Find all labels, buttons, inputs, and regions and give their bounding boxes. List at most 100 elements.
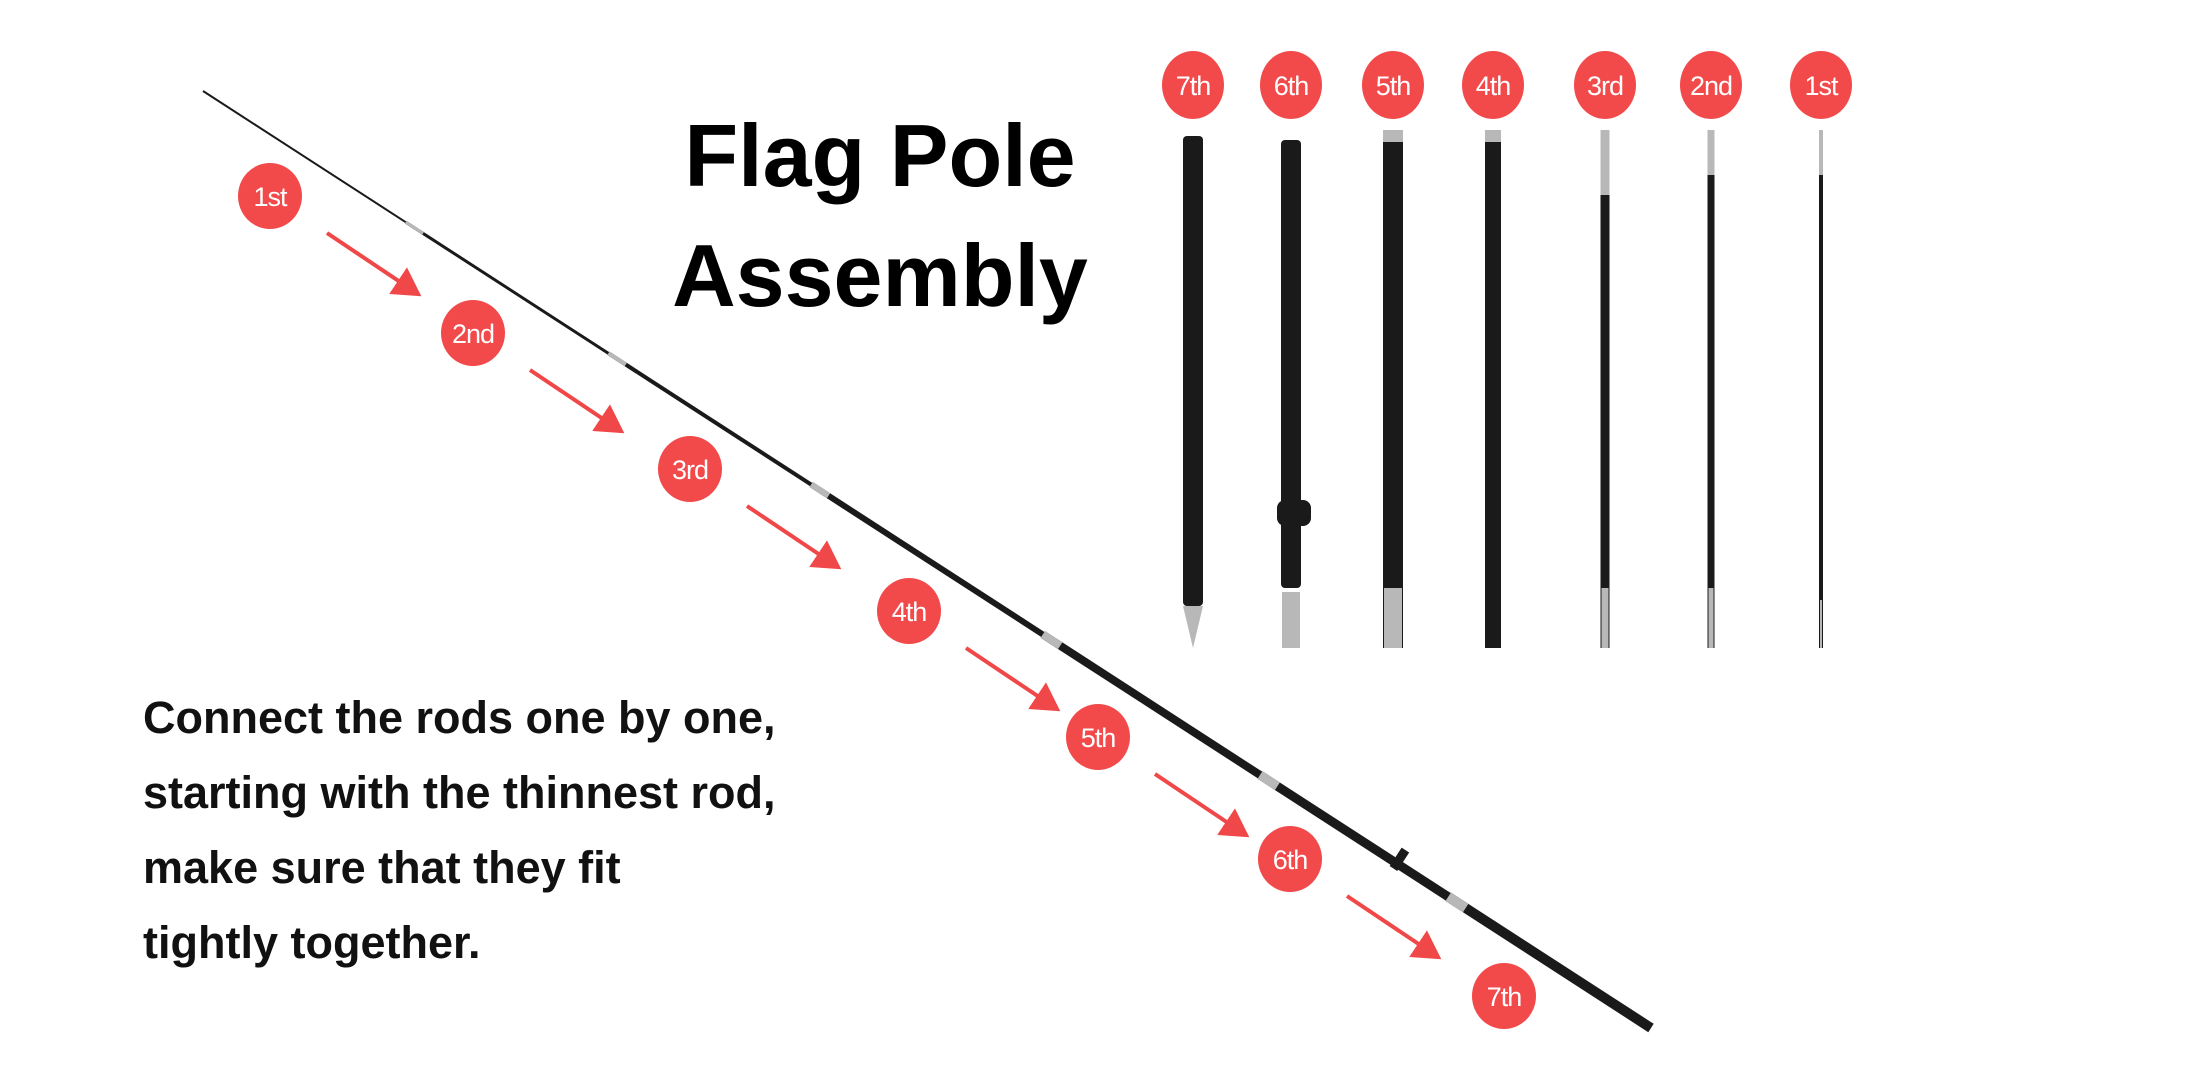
rod-metal-end	[1282, 592, 1300, 648]
badge-circle	[441, 300, 505, 366]
badge-label: 7th	[1487, 982, 1522, 1012]
instruction-line: starting with the thinnest rod,	[143, 767, 776, 818]
rod-2nd	[1707, 130, 1715, 648]
rod-metal-top	[1819, 130, 1823, 175]
badge-label: 1st	[253, 182, 288, 212]
arrow-icon	[528, 368, 625, 434]
rod-metal-end	[1708, 588, 1714, 648]
badge-circle	[1258, 826, 1322, 892]
rod-metal-top	[1383, 130, 1403, 142]
badge-circle	[658, 436, 722, 502]
rod-metal-top	[1600, 130, 1610, 195]
rod-badge-1st: 1st	[1790, 51, 1852, 119]
badge-label: 6th	[1274, 71, 1309, 101]
badge-label: 5th	[1376, 71, 1411, 101]
arrow-icon	[1153, 772, 1250, 838]
rod-body	[1819, 175, 1823, 648]
pole-segment	[404, 220, 610, 355]
badge-label: 2nd	[452, 319, 494, 349]
rod-metal-top	[1707, 130, 1715, 175]
rod-body	[1707, 175, 1715, 648]
rod-badge-3rd: 3rd	[1574, 51, 1636, 119]
arrow-icon	[745, 504, 842, 570]
rod-metal-end	[1384, 588, 1402, 648]
step-badge-1st: 1st	[238, 163, 302, 229]
rod-3rd	[1600, 130, 1610, 648]
rod-body	[1183, 136, 1203, 606]
spike-tip	[1183, 606, 1203, 648]
rod-badge-6th: 6th	[1260, 51, 1322, 119]
rod-metal-top	[1485, 130, 1501, 142]
rod-body	[1383, 142, 1403, 648]
badge-label: 5th	[1081, 723, 1116, 753]
badge-label: 3rd	[672, 455, 708, 485]
clip-knob	[1277, 500, 1311, 526]
step-arrows	[325, 231, 1442, 960]
rod-badge-2nd: 2nd	[1680, 51, 1742, 119]
badge-circle	[238, 163, 302, 229]
badge-label: 3rd	[1587, 71, 1623, 101]
pole-joint	[1040, 631, 1063, 650]
badge-circle	[1790, 51, 1852, 119]
arrow-icon	[325, 231, 422, 297]
pole-joint	[809, 482, 831, 499]
rod-7th	[1183, 136, 1203, 648]
arrow-icon	[964, 646, 1061, 712]
pole-segment	[607, 351, 813, 487]
pole-joint	[1445, 892, 1469, 913]
pole-joint	[404, 220, 424, 235]
rod-badge-4th: 4th	[1462, 51, 1524, 119]
rod-metal-end	[1820, 600, 1822, 648]
rod-4th	[1485, 130, 1501, 648]
badge-circle	[1680, 51, 1742, 119]
step-badge-5th: 5th	[1066, 704, 1130, 770]
pole-joint	[1257, 771, 1280, 791]
instruction-line: Connect the rods one by one,	[143, 692, 776, 743]
step-badge-3rd: 3rd	[658, 436, 722, 502]
rod-body	[1281, 140, 1301, 588]
step-badge-7th: 7th	[1472, 963, 1536, 1029]
rod-1st	[1819, 130, 1823, 648]
clip-knob	[1389, 847, 1410, 871]
rod-badges: 7th 6th 5th 4th 3rd 2nd 1st	[1162, 51, 1852, 119]
title-line-1: Flag Pole	[684, 106, 1076, 205]
pole-segment	[1040, 631, 1263, 779]
pole-segment	[809, 482, 1045, 637]
title-line-2: Assembly	[672, 226, 1088, 325]
arrow-icon	[1345, 894, 1442, 960]
pole-segment	[1445, 892, 1654, 1033]
badge-circle	[1462, 51, 1524, 119]
instructions-text: Connect the rods one by one, starting wi…	[143, 680, 776, 980]
badge-label: 7th	[1176, 71, 1211, 101]
badge-circle	[1260, 51, 1322, 119]
badge-circle	[1574, 51, 1636, 119]
rod-body	[1485, 142, 1501, 648]
instruction-line: tightly together.	[143, 917, 481, 968]
badge-circle	[1472, 963, 1536, 1029]
rod-body	[1600, 195, 1610, 648]
pole-segment	[1257, 771, 1451, 901]
rod-6th	[1277, 140, 1311, 648]
step-badge-2nd: 2nd	[441, 300, 505, 366]
step-badges: 1st 2nd 3rd 4th 5th 6th 7th	[238, 163, 1536, 1029]
step-badge-4th: 4th	[877, 578, 941, 644]
badge-label: 1st	[1804, 71, 1839, 101]
badge-label: 4th	[892, 597, 927, 627]
rod-5th	[1383, 130, 1403, 648]
badge-label: 4th	[1476, 71, 1511, 101]
badge-label: 6th	[1273, 845, 1308, 875]
badge-circle	[1066, 704, 1130, 770]
assembled-pole	[202, 90, 1654, 1033]
pole-joint	[607, 351, 627, 367]
badge-circle	[1162, 51, 1224, 119]
badge-circle	[877, 578, 941, 644]
instruction-line: make sure that they fit	[143, 842, 621, 893]
rod-pieces	[1183, 130, 1823, 648]
pole-segment	[202, 90, 407, 224]
rod-badge-5th: 5th	[1362, 51, 1424, 119]
badge-label: 2nd	[1690, 71, 1732, 101]
badge-circle	[1362, 51, 1424, 119]
rod-metal-end	[1601, 588, 1609, 648]
